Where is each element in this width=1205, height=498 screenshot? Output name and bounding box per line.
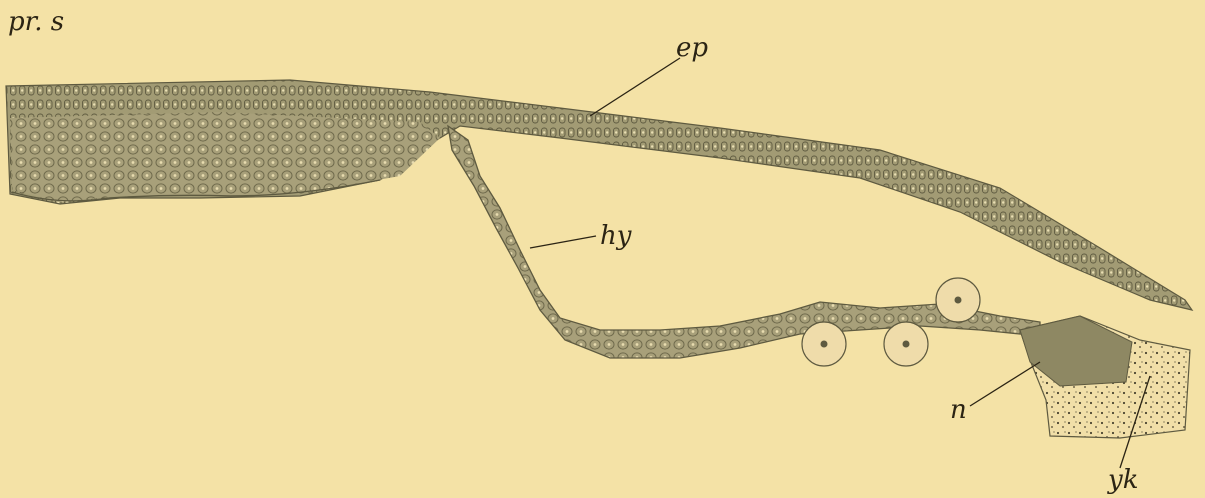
label-hy: hy	[600, 221, 632, 251]
mesoblast-cells	[10, 112, 440, 202]
leader-ep	[590, 58, 680, 116]
label-yk: yk	[1107, 465, 1138, 495]
leader-n	[970, 362, 1040, 406]
label-ep: ep	[676, 33, 708, 63]
leader-hy	[530, 236, 596, 248]
label-pr-s: pr. s	[8, 7, 64, 37]
label-n: n	[950, 395, 967, 425]
